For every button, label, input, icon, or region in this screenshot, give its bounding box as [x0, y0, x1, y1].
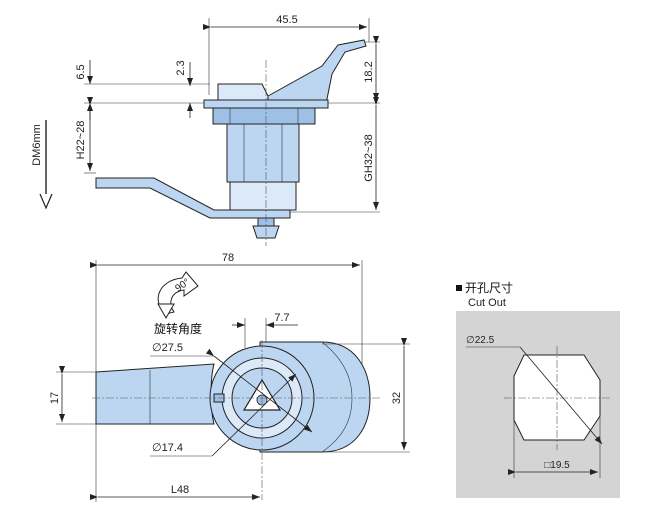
- cam-plate-bottom: [95, 177, 291, 219]
- dimension-handle-height: 17: [49, 392, 61, 404]
- dimension-center-distance: L48: [171, 484, 189, 496]
- front-view: 78 90° 旋转角度 7.7 ∅27.5: [49, 252, 410, 502]
- dimension-outer-diameter: ∅27.5: [152, 342, 183, 354]
- dimension-line-inner-diameter: [211, 373, 297, 457]
- cutout-title-en: Cut Out: [468, 297, 506, 309]
- panel-nut: [212, 107, 316, 125]
- rotation-arrowhead-icon: [157, 303, 175, 320]
- shaft: [229, 181, 297, 211]
- dimension-panel-range: H22~28: [75, 121, 87, 160]
- dimension-line-outer-diameter: [205, 348, 313, 433]
- bullet-square-icon: [456, 285, 462, 291]
- dimension-offset: 7.7: [274, 312, 289, 324]
- dimension-body-height: 32: [391, 392, 403, 404]
- cutout-hole: [513, 354, 601, 441]
- dimension-flange-offset: 2.3: [175, 60, 187, 75]
- cutout-title-cn: 开孔尺寸: [465, 281, 513, 295]
- dimension-cutout-diameter: ∅22.5: [466, 335, 495, 346]
- dimension-cutout-square: □19.5: [544, 460, 570, 471]
- cutout-section: 开孔尺寸 Cut Out ∅22.5 □19.5: [456, 281, 620, 498]
- dimension-flange-height: 6.5: [75, 64, 87, 79]
- dimension-width: 45.5: [276, 14, 297, 26]
- dimension-cam-rise: 18.2: [363, 61, 375, 82]
- hex-body: [226, 123, 300, 183]
- dimension-line-cutout-diameter: [519, 346, 603, 445]
- handle: [95, 363, 215, 425]
- rotation-label: 旋转角度: [154, 321, 202, 336]
- dimension-length: 78: [222, 252, 234, 264]
- direction-label: DM6mm: [31, 124, 43, 166]
- direction-arrow-icon: [39, 193, 53, 210]
- dimension-inner-diameter: ∅17.4: [152, 442, 183, 454]
- dimension-grip-range: GH32~38: [363, 134, 375, 181]
- side-view: 45.5 6.5 2.3 18.2 GH32~38 H22~28 DM6mm: [31, 14, 380, 246]
- cam-arm-top: [267, 39, 367, 105]
